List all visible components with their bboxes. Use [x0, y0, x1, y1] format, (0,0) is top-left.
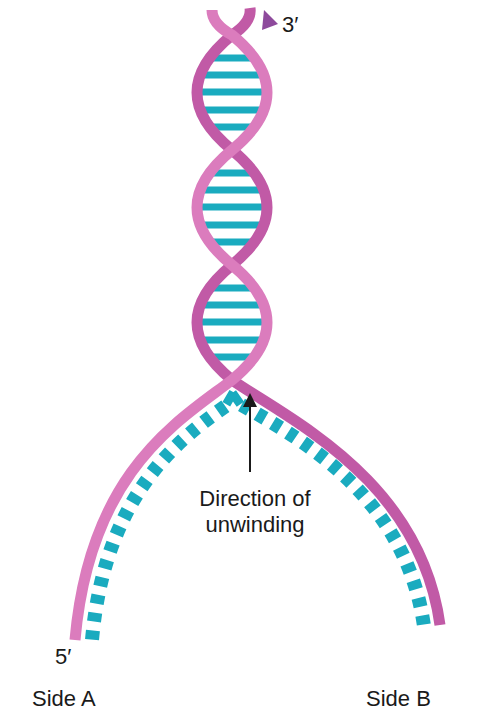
side-label: Side A — [32, 686, 152, 712]
strand-arrowhead — [262, 10, 278, 30]
unwinding-arrow — [249, 400, 251, 472]
end-label: 3′ — [282, 12, 322, 38]
side-label: Side B — [366, 686, 486, 712]
arrow-label: Direction of unwinding — [165, 486, 345, 538]
end-label: 5′ — [55, 644, 95, 670]
strand-a — [75, 10, 267, 640]
base-pairs — [197, 58, 267, 357]
